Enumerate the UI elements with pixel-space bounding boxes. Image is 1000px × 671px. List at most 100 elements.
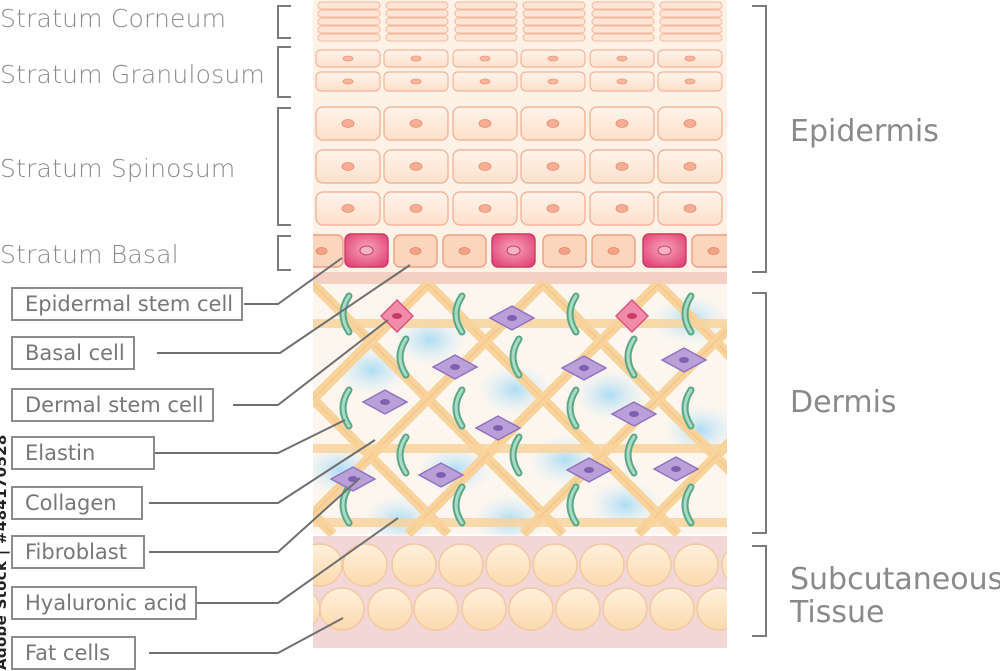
fat-cell — [673, 543, 719, 587]
fat-cell — [649, 587, 695, 631]
layer-brackets — [277, 5, 767, 637]
fat-cell — [438, 543, 484, 587]
fat-cell — [602, 587, 648, 631]
fat-cell — [461, 587, 507, 631]
collagen-fiber-edge — [637, 444, 727, 535]
label-dermis: Dermis — [790, 385, 897, 420]
granulosum-nucleus — [410, 55, 422, 62]
tissue-illustration — [313, 0, 1000, 648]
corneum-scale — [522, 1, 586, 10]
corneum-scale — [317, 9, 381, 18]
corneum-scale — [522, 17, 586, 26]
corneum-scale — [659, 1, 723, 10]
callout-collagen: Collagen — [11, 486, 143, 520]
fat-cell — [319, 587, 365, 631]
collagen-fiber-edge — [888, 284, 1000, 534]
spinosum-nucleus — [409, 119, 423, 128]
fibroblast-nucleus — [507, 315, 517, 321]
elastin-fibers — [339, 292, 695, 527]
elastin-fiber-highlight — [341, 388, 351, 428]
corneum-scale — [591, 33, 655, 42]
fibroblast-nucleus — [579, 365, 589, 371]
fat-cell — [532, 543, 578, 587]
elastin-fiber-highlight — [683, 388, 693, 428]
spinosum-nucleus — [615, 119, 629, 128]
corneum-scale — [317, 33, 381, 42]
elastin-fiber-highlight — [568, 485, 578, 525]
corneum-scale — [385, 17, 449, 26]
corneum-scale — [591, 9, 655, 18]
spinosum-nucleus — [341, 204, 355, 213]
granulosum-nucleus — [479, 55, 491, 62]
basal-cell-nucleus — [558, 247, 571, 255]
spinosum-nucleus — [341, 119, 355, 128]
label-stratum-granulosum: Stratum Granulosum — [0, 60, 265, 89]
callout-basal-cell: Basal cell — [11, 336, 135, 370]
fat-cell — [696, 587, 727, 631]
collagen-horizontal-fiber — [313, 444, 727, 453]
corneum-scale — [454, 9, 518, 18]
fat-cells — [313, 543, 727, 631]
corneum-scale — [659, 33, 723, 42]
granulosum-nucleus — [684, 55, 696, 62]
basal-cell-nucleus — [607, 247, 620, 255]
fat-cell — [313, 592, 321, 626]
granulosum-nucleus — [616, 55, 628, 62]
fibroblasts — [329, 299, 708, 492]
fibroblast-nucleus — [348, 476, 358, 482]
region-bracket — [752, 292, 767, 534]
corneum-scale — [317, 17, 381, 26]
layer-bracket — [277, 107, 291, 226]
callout-epidermal-stem-cell: Epidermal stem cell — [11, 287, 244, 321]
corneum-scale — [385, 9, 449, 18]
fat-cell — [413, 587, 459, 631]
leader-line — [149, 477, 361, 553]
corneum-scale — [522, 9, 586, 18]
fat-cell — [391, 543, 437, 587]
leader-line — [149, 419, 346, 454]
fibroblast-nucleus — [679, 357, 689, 363]
spinosum-nucleus — [478, 204, 492, 213]
collagen-fiber — [983, 284, 1000, 534]
spinosum-nucleus — [341, 162, 355, 171]
leader-line — [244, 257, 343, 305]
elastin-fiber-highlight — [683, 294, 693, 334]
corneum-scale — [454, 25, 518, 34]
region-bracket — [752, 5, 767, 273]
watermark-text: Adobe Stock | #484170528 — [0, 434, 10, 670]
elastin-fiber-highlight — [398, 337, 408, 377]
leader-line — [157, 264, 411, 354]
elastin-fiber-highlight — [568, 294, 578, 334]
corneum-scale — [317, 25, 381, 34]
fat-cell — [367, 587, 413, 631]
basement-membrane — [313, 272, 727, 284]
elastin-fiber-highlight — [511, 337, 521, 377]
layer-bracket — [277, 235, 291, 271]
fat-cell — [721, 550, 727, 580]
spinosum-nucleus — [615, 204, 629, 213]
granulosum-nucleus — [342, 78, 354, 85]
fat-cell — [555, 587, 601, 631]
label-stratum-basal: Stratum Basal — [0, 240, 179, 269]
spinosum-nucleus — [683, 119, 697, 128]
granulosum-nucleus — [479, 78, 491, 85]
elastin-fiber-highlight — [341, 294, 351, 334]
corneum-scale — [454, 1, 518, 10]
collagen-horizontal-fiber — [313, 518, 727, 527]
leader-line — [233, 319, 389, 406]
spinosum-nucleus — [478, 119, 492, 128]
callout-fibroblast: Fibroblast — [11, 535, 145, 569]
fibroblast-nucleus — [671, 466, 681, 472]
corneum-scale — [385, 25, 449, 34]
fibroblast-nucleus — [380, 399, 390, 405]
granulosum-nucleus — [684, 78, 696, 85]
corneum-scale — [522, 25, 586, 34]
corneum-scale — [591, 1, 655, 10]
corneum-scale — [522, 33, 586, 42]
leader-line — [149, 617, 344, 654]
elastin-fiber-highlight — [626, 435, 636, 475]
corneum-scale — [454, 33, 518, 42]
collagen-fiber-edge — [313, 398, 449, 535]
corneum-scale — [659, 25, 723, 34]
